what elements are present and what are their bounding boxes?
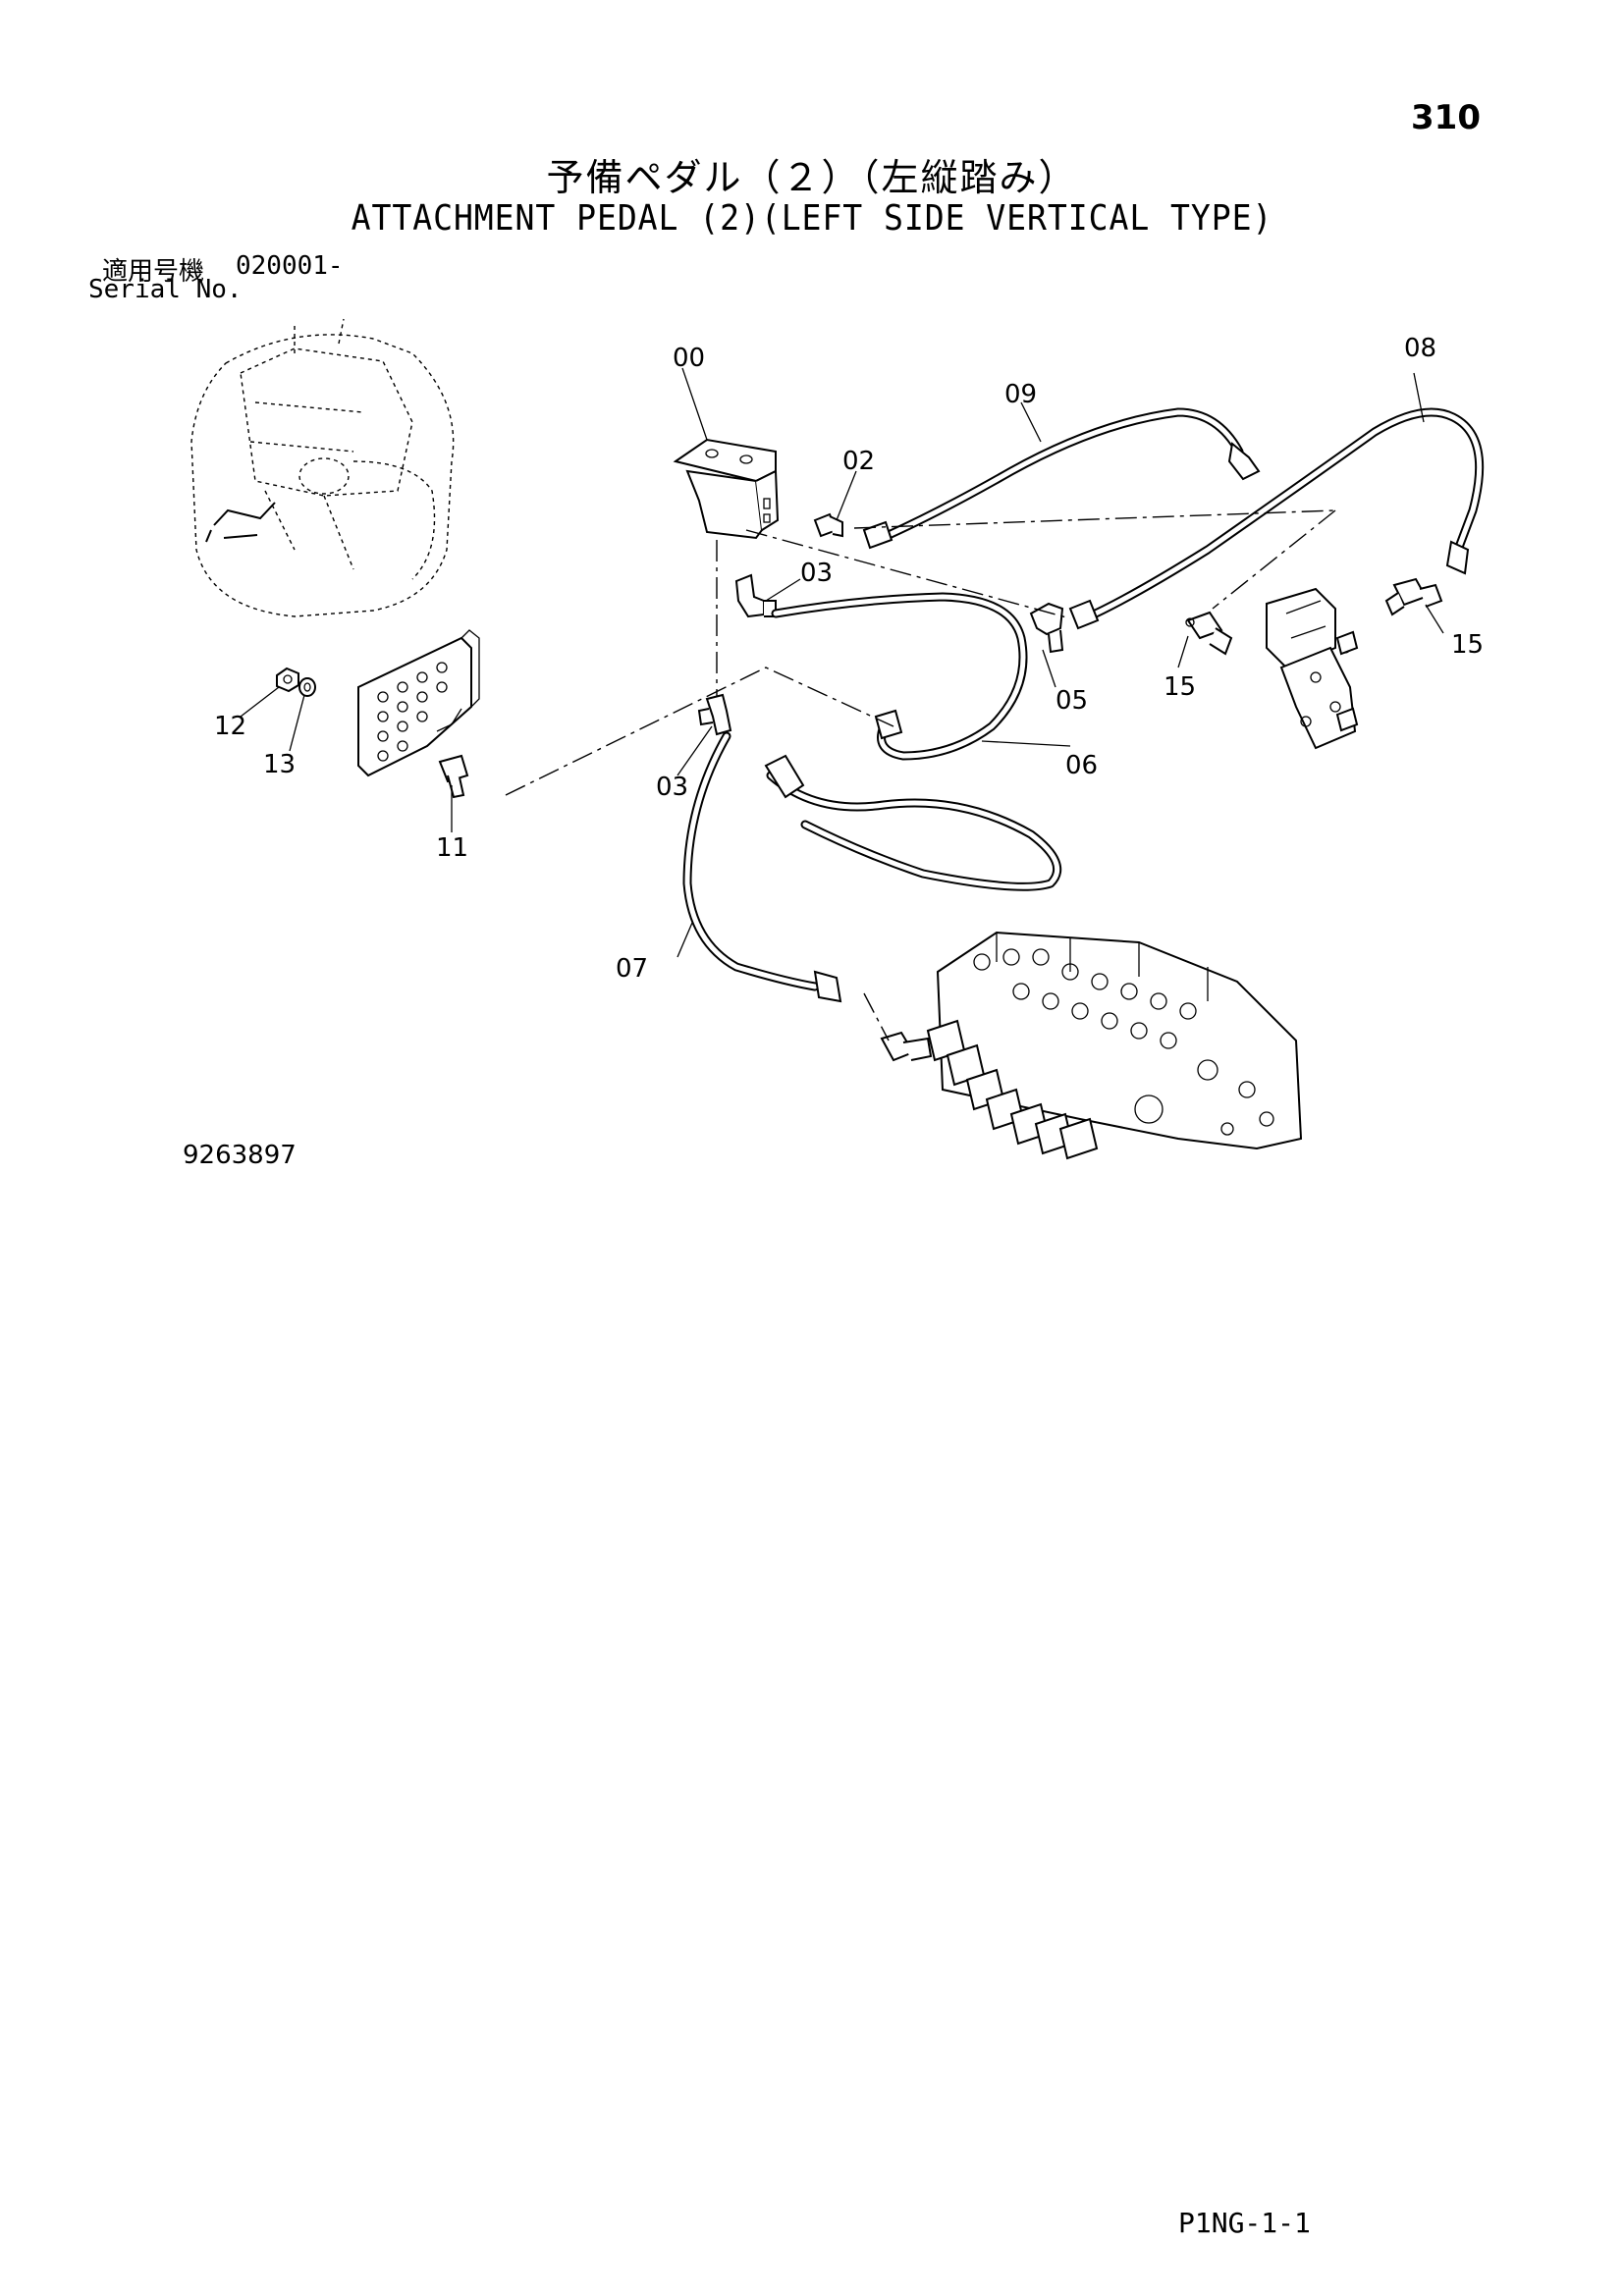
callout-07: 07 — [616, 954, 648, 984]
nut-12 — [276, 667, 299, 693]
fitting-15-left — [1185, 611, 1233, 656]
control-valve-assembly — [926, 931, 1303, 1160]
sheet-code: P1NG-1-1 — [1178, 2207, 1311, 2239]
hose-09 — [862, 407, 1261, 550]
washer-13 — [298, 677, 316, 697]
drawing-number: 9263897 — [183, 1141, 297, 1170]
callout-00: 00 — [673, 344, 705, 373]
serial-range: 020001- — [236, 251, 344, 281]
shuttle-valve-block — [1266, 587, 1359, 750]
hose-08 — [1068, 407, 1485, 630]
callout-09: 09 — [1004, 380, 1037, 409]
callout-15-left: 15 — [1164, 672, 1196, 702]
title-japanese: 予備ペダル（２）（左縦踏み） — [546, 156, 1078, 199]
callout-leaders — [240, 367, 1444, 958]
callout-02: 02 — [842, 447, 875, 476]
elbow-05 — [1029, 602, 1064, 654]
elbow-valve-port — [880, 1031, 933, 1062]
assembly-lines — [505, 509, 1336, 1041]
machine-locator-view — [190, 318, 455, 617]
hose-06 — [771, 592, 1028, 761]
callout-13: 13 — [263, 750, 296, 779]
adapter-02 — [813, 512, 843, 538]
elbow-03-lower — [697, 693, 732, 736]
fitting-11 — [438, 754, 469, 799]
page-number: 310 — [1411, 98, 1481, 137]
callout-03-upper: 03 — [800, 559, 833, 588]
callout-05: 05 — [1056, 686, 1088, 716]
callout-06: 06 — [1065, 751, 1098, 780]
callout-08: 08 — [1404, 334, 1436, 363]
serial-label-english: Serial No. — [88, 275, 243, 304]
pedal-bracket-plate — [357, 629, 480, 777]
elbow-03-upper — [734, 573, 777, 618]
callout-11: 11 — [436, 833, 468, 863]
callout-15-right: 15 — [1451, 630, 1484, 660]
title-english: ATTACHMENT PEDAL (2)(LEFT SIDE VERTICAL … — [351, 198, 1273, 239]
fitting-15-right — [1384, 577, 1443, 616]
callout-12: 12 — [214, 712, 246, 741]
pedal-valve-00 — [673, 438, 780, 540]
hose-07 — [682, 731, 1062, 1003]
callout-03-lower: 03 — [656, 773, 688, 802]
serial-label-japanese: 適用号機 — [102, 257, 205, 287]
